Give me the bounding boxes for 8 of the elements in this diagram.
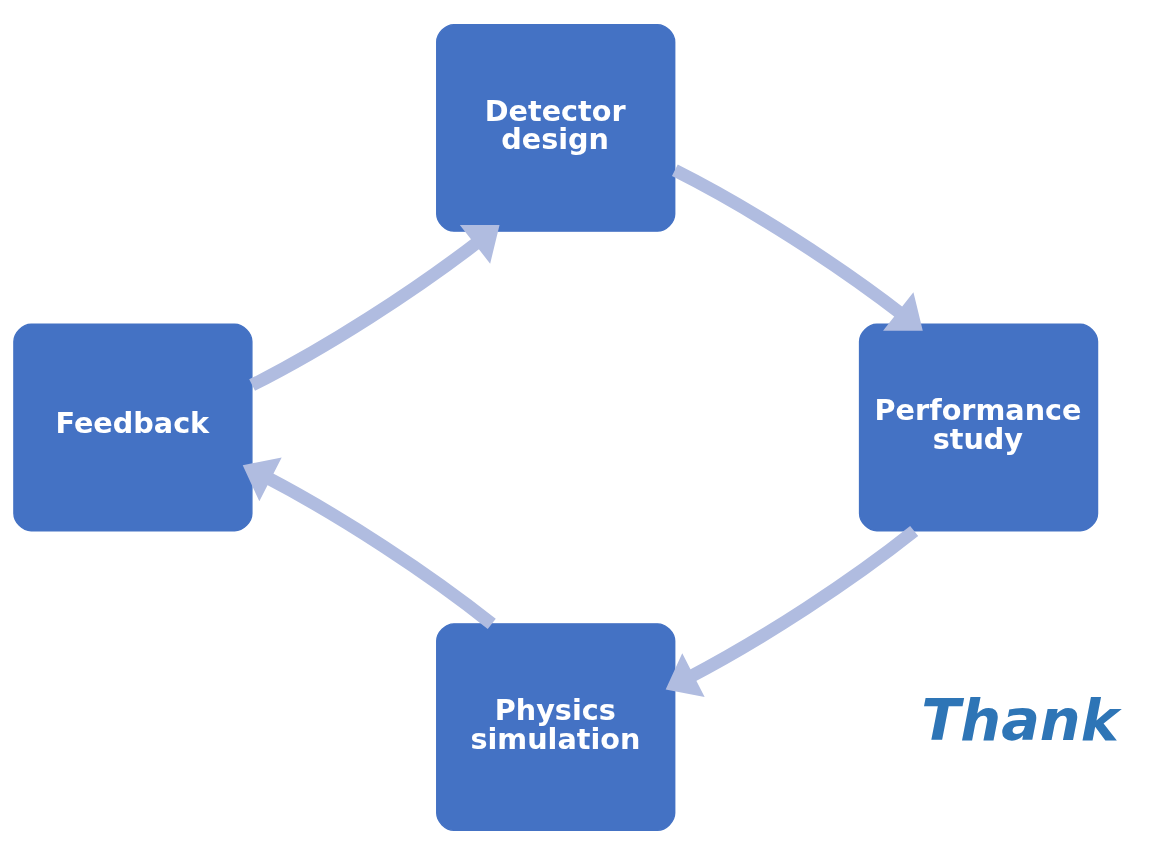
arrow — [242, 456, 496, 629]
node-box: Physics simulation — [436, 622, 676, 831]
arrow — [249, 224, 500, 391]
node-box: Performance study — [858, 323, 1099, 531]
node-box: Feedback — [13, 323, 253, 531]
arrow — [671, 164, 923, 331]
arrow — [665, 525, 919, 697]
node-box: Detector design — [436, 23, 676, 232]
